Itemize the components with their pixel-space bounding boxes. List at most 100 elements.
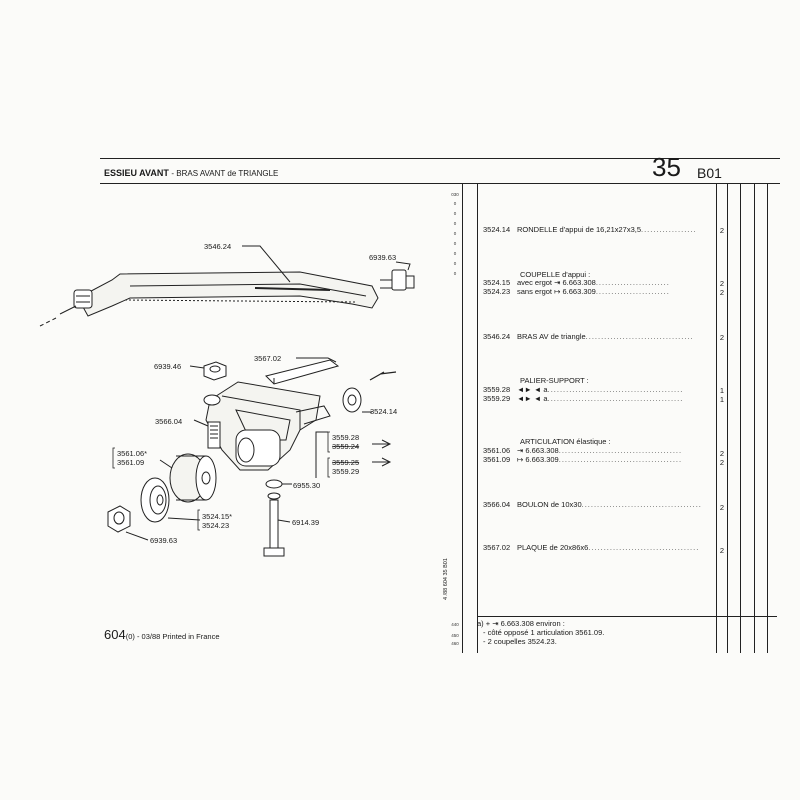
part-desc: BOULON de 10x30 [517, 500, 582, 509]
label-3559-25: 3559.25 [332, 458, 359, 467]
part-qty: 2 [719, 546, 725, 555]
label-6955-30: 6955.30 [293, 481, 320, 490]
plate-drawing [265, 359, 340, 385]
footer: 604(0) - 03/88 Printed in France [104, 627, 220, 642]
qty-col-left [716, 183, 717, 653]
bolt-6914-39-drawing [263, 479, 292, 557]
title-main: ESSIEU AVANT [104, 168, 169, 178]
part-ref: 3524.23 [483, 287, 511, 296]
part-ref: 3567.02 [483, 543, 511, 552]
part-desc: ◄► ◄ a [517, 394, 548, 403]
note-line-3: - 2 coupelles 3524.23. [483, 637, 557, 646]
page-title: ESSIEU AVANT - BRAS AVANT de TRIANGLE [104, 168, 278, 178]
leader-6939-63 [395, 261, 411, 271]
part-row: 3559.28◄► ◄ a...........................… [483, 385, 684, 394]
part-qty: 2 [719, 226, 725, 235]
part-desc: ◄► ◄ a [517, 385, 548, 394]
part-ref: 3561.09 [483, 455, 511, 464]
title-sub: - BRAS AVANT de TRIANGLE [171, 169, 279, 178]
part-qty: 2 [719, 449, 725, 458]
label-6939-63-bottom: 6939.63 [150, 536, 177, 545]
part-desc: ↦ 6.663.309 [517, 455, 559, 464]
part-ref: 3546.24 [483, 332, 511, 341]
leader-3546-24 [242, 245, 291, 283]
label-3524-15: 3524.15* [202, 512, 232, 521]
footer-model: 604 [104, 627, 126, 642]
label-3524-14: 3524.14 [370, 407, 397, 416]
group-title-articulation: ARTICULATION élastique : [520, 437, 611, 446]
part-qty: 2 [719, 458, 725, 467]
index-mark: 0 [453, 271, 457, 276]
washer-3524-14-drawing [342, 371, 397, 413]
index-mark: 0 [453, 221, 457, 226]
index-marks: 0 0 0 0 0 0 0 0 [448, 201, 462, 276]
articulation-drawing [159, 453, 217, 503]
nut-6939-63-drawing [107, 505, 149, 541]
table-left-border [477, 183, 478, 653]
part-ref: 3559.28 [483, 385, 511, 394]
label-3561-06: 3561.06* [117, 449, 147, 458]
header-bottom-rule [100, 183, 780, 184]
index-divider [462, 183, 463, 653]
index-450: 450 [451, 633, 459, 638]
label-3559-29: 3559.29 [332, 467, 359, 476]
part-row: 3559.29◄► ◄ a...........................… [483, 394, 684, 403]
label-3561-09: 3561.09 [117, 458, 144, 467]
part-row: 3561.06⇥ 6.663.308......................… [483, 446, 683, 455]
label-3524-23: 3524.23 [202, 521, 229, 530]
group-title-coupelle: COUPELLE d'appui : [520, 270, 591, 279]
index-top: 030 [451, 192, 459, 197]
note-line-1: a) + ⇥ 6.663.308 environ : [477, 619, 565, 628]
section-number: 35 [652, 152, 681, 182]
label-6914-39: 6914.39 [292, 518, 319, 527]
col-3 [740, 183, 741, 653]
label-3546-24: 3546.24 [204, 242, 231, 251]
qty-col-right [727, 183, 728, 653]
index-460: 460 [451, 641, 459, 646]
note-divider [477, 616, 777, 617]
part-ref: 3561.06 [483, 446, 511, 455]
front-arm-drawing [39, 269, 415, 327]
part-desc: RONDELLE d'appui de 16,21x27x3,5 [517, 225, 642, 234]
section-code: B01 [697, 165, 722, 181]
label-3559-28: 3559.28 [332, 433, 359, 442]
header-rule [100, 158, 780, 159]
coupelle-drawing [140, 477, 201, 523]
part-qty: 1 [719, 395, 725, 404]
label-6939-63-top: 6939.63 [369, 253, 396, 262]
part-desc: sans ergot ↦ 6.663.309 [517, 287, 596, 296]
part-qty: 2 [719, 503, 725, 512]
part-qty: 2 [719, 288, 725, 297]
part-qty: 2 [719, 333, 725, 342]
part-desc: avec ergot ⇥ 6.663.308 [517, 278, 596, 287]
nut-6939-46-drawing [189, 361, 227, 381]
part-qty: 2 [719, 279, 725, 288]
leader-3567-02 [296, 357, 337, 363]
part-ref: 3524.15 [483, 278, 511, 287]
part-desc: ⇥ 6.663.308 [517, 446, 559, 455]
index-mark: 0 [453, 241, 457, 246]
part-row: 3561.09↦ 6.663.309......................… [483, 455, 683, 464]
index-mark: 0 [453, 211, 457, 216]
part-desc: BRAS AV de triangle [517, 332, 586, 341]
index-mark: 0 [453, 251, 457, 256]
index-mark: 0 [453, 231, 457, 236]
label-6939-46: 6939.46 [154, 362, 181, 371]
note-line-2: - côté opposé 1 articulation 3561.09. [483, 628, 605, 637]
part-qty: 1 [719, 386, 725, 395]
label-3566-04: 3566.04 [155, 417, 182, 426]
footer-sub: (0) - 03/88 Printed in France [125, 632, 220, 641]
index-440: 440 [451, 622, 459, 627]
label-3567-02: 3567.02 [254, 354, 281, 363]
bolt-3566-04-drawing [193, 419, 221, 449]
part-ref: 3524.14 [483, 225, 511, 234]
part-ref: 3559.29 [483, 394, 511, 403]
col-5 [767, 183, 768, 653]
